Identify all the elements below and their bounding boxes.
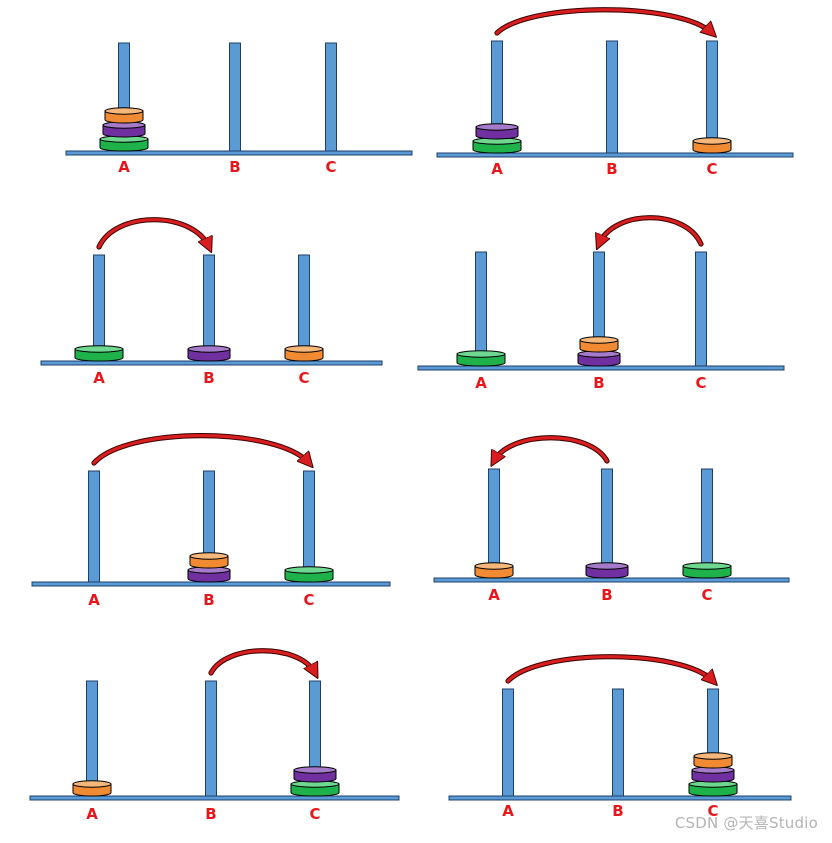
peg-label-C: C xyxy=(695,374,706,392)
disk-large xyxy=(682,562,732,579)
base-platform xyxy=(40,360,383,366)
disk-small xyxy=(104,107,144,124)
base-platform xyxy=(448,795,792,801)
peg-label-B: B xyxy=(612,802,623,820)
rod-C xyxy=(325,42,337,152)
peg-label-A: A xyxy=(488,586,500,604)
hanoi-panel-4: A B C xyxy=(417,215,785,392)
rod-B xyxy=(612,688,624,797)
disk-medium xyxy=(577,350,621,367)
peg-label-C: C xyxy=(701,586,712,604)
rod-C xyxy=(701,468,713,579)
rod-C xyxy=(298,254,310,362)
base-platform xyxy=(417,365,785,371)
peg-label-B: B xyxy=(203,369,214,387)
disk-medium xyxy=(187,345,231,362)
hanoi-panel-2: A B C xyxy=(436,7,794,178)
disk-medium xyxy=(102,121,146,138)
peg-label-A: A xyxy=(502,802,514,820)
rod-A xyxy=(93,254,105,362)
rod-B xyxy=(203,254,215,362)
disk-small xyxy=(692,137,732,154)
disk-medium xyxy=(293,766,337,783)
disk-large xyxy=(688,780,738,797)
peg-label-B: B xyxy=(205,805,216,823)
peg-label-C: C xyxy=(303,591,314,609)
disk-large xyxy=(456,350,506,367)
disk-medium xyxy=(187,566,231,583)
base-platform xyxy=(436,152,794,158)
watermark: CSDN @天喜Studio xyxy=(674,814,818,832)
peg-label-A: A xyxy=(86,805,98,823)
hanoi-panel-8: A B C xyxy=(448,654,792,820)
peg-label-B: B xyxy=(203,591,214,609)
rod-C xyxy=(695,251,707,367)
peg-label-B: B xyxy=(229,158,240,176)
base-platform xyxy=(65,150,413,156)
rod-C xyxy=(303,470,315,583)
disk-small xyxy=(693,752,733,769)
base-platform xyxy=(29,795,400,801)
rod-C xyxy=(706,40,718,154)
peg-label-C: C xyxy=(707,802,718,820)
move-arrow xyxy=(494,7,712,33)
disk-medium xyxy=(691,766,735,783)
move-arrow xyxy=(208,648,315,673)
disk-small xyxy=(579,336,619,353)
disk-small xyxy=(189,552,229,569)
disk-large xyxy=(74,345,124,362)
move-arrow xyxy=(505,654,713,681)
peg-label-B: B xyxy=(593,374,604,392)
move-arrow xyxy=(91,433,309,463)
disk-large xyxy=(99,135,149,152)
rod-A xyxy=(88,470,100,583)
rod-B xyxy=(205,680,217,797)
disk-large xyxy=(284,566,334,583)
hanoi-panel-3: A B C xyxy=(40,217,383,387)
disk-medium xyxy=(585,562,629,579)
rod-B xyxy=(606,40,618,154)
peg-label-A: A xyxy=(93,369,105,387)
move-arrow xyxy=(599,215,704,244)
move-arrow xyxy=(494,435,610,461)
rod-B xyxy=(229,42,241,152)
peg-label-B: B xyxy=(601,586,612,604)
disk-large xyxy=(472,137,522,154)
disk-large xyxy=(290,780,340,797)
hanoi-panel-1: A B C xyxy=(65,42,413,176)
move-arrow xyxy=(96,217,209,247)
disk-small xyxy=(72,780,112,797)
peg-label-C: C xyxy=(298,369,309,387)
rod-A xyxy=(502,688,514,797)
disk-small xyxy=(284,345,324,362)
hanoi-panel-6: A B C xyxy=(433,435,790,604)
hanoi-panel-5: A B C xyxy=(31,433,391,609)
peg-label-B: B xyxy=(606,160,617,178)
rod-B xyxy=(601,468,613,579)
rod-A xyxy=(86,680,98,797)
peg-label-C: C xyxy=(325,158,336,176)
hanoi-panel-7: A B C xyxy=(29,648,400,823)
disk-medium xyxy=(475,123,519,140)
base-platform xyxy=(433,577,790,583)
rod-A xyxy=(488,468,500,579)
disk-small xyxy=(474,562,514,579)
peg-label-C: C xyxy=(309,805,320,823)
peg-label-A: A xyxy=(491,160,503,178)
peg-label-A: A xyxy=(88,591,100,609)
peg-label-A: A xyxy=(118,158,130,176)
base-platform xyxy=(31,581,391,587)
rod-A xyxy=(475,251,487,367)
peg-label-C: C xyxy=(706,160,717,178)
peg-label-A: A xyxy=(475,374,487,392)
